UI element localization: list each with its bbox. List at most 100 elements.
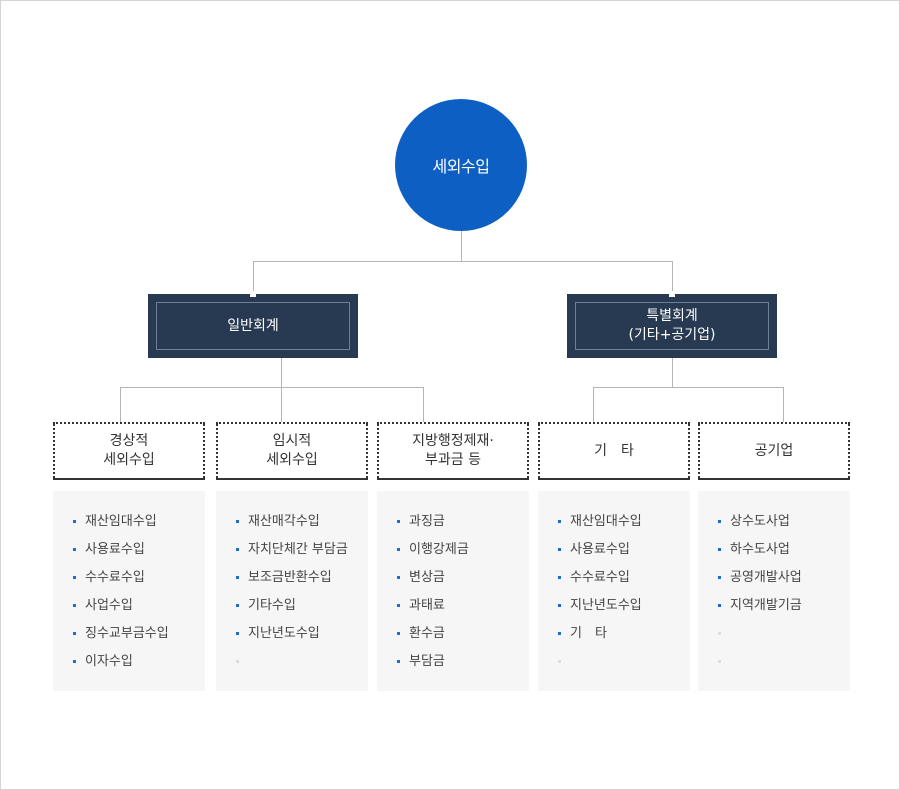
item-label: 부담금	[409, 654, 445, 669]
bullet-icon	[73, 604, 76, 607]
category-header-other: 기 타	[538, 422, 690, 480]
category-line-1: 지방행정제재·	[412, 433, 494, 449]
category-line-2: 세외수입	[103, 452, 155, 468]
list-item: 징수교부금수입	[71, 623, 205, 651]
connector-root-down	[461, 231, 462, 261]
item-label: 지난년도수입	[248, 626, 320, 641]
bullet-icon	[236, 660, 239, 663]
list-item: 이자수입	[71, 651, 205, 679]
connector-node	[669, 291, 675, 297]
list-item: 재산임대수입	[71, 511, 205, 539]
list-item: 이행강제금	[395, 539, 529, 567]
bullet-icon	[73, 576, 76, 579]
bullet-icon	[397, 660, 400, 663]
connector-general-down	[281, 358, 282, 388]
bullet-icon	[397, 576, 400, 579]
list-item: 지난년도수입	[234, 623, 368, 651]
item-box-other: 재산임대수입 사용료수입 수수료수입 지난년도수입 기 타	[538, 491, 690, 691]
category-line-2: 세외수입	[266, 452, 318, 468]
connector-to-cat-5	[783, 387, 784, 423]
bullet-icon	[236, 632, 239, 635]
bullet-icon	[73, 520, 76, 523]
connector-to-cat-1	[120, 387, 121, 423]
group-general-account: 일반회계	[148, 291, 358, 358]
list-item: 과징금	[395, 511, 529, 539]
item-label: 하수도사업	[730, 542, 790, 557]
item-list: 상수도사업 하수도사업 공영개발사업 지역개발기금	[716, 511, 850, 679]
item-label: 이자수입	[85, 654, 133, 669]
connector-special-down	[672, 358, 673, 388]
item-label: 과징금	[409, 514, 445, 529]
item-label: 징수교부금수입	[85, 626, 169, 641]
item-label: 기타수입	[248, 598, 296, 613]
list-item: 상수도사업	[716, 511, 850, 539]
bullet-icon	[718, 576, 721, 579]
item-box-public-enterprise: 상수도사업 하수도사업 공영개발사업 지역개발기금	[698, 491, 850, 691]
connector-to-cat-4	[593, 387, 594, 423]
item-label: 기 타	[570, 626, 607, 641]
list-item: 지역개발기금	[716, 595, 850, 623]
bullet-icon	[236, 576, 239, 579]
item-label: 자치단체간 부담금	[248, 542, 348, 557]
connector-special-horizontal	[593, 387, 784, 388]
group-sublabel: (기타+공기업)	[628, 327, 716, 343]
item-label: 변상금	[409, 570, 445, 585]
root-label: 세외수입	[432, 157, 490, 176]
bullet-icon	[558, 576, 561, 579]
bullet-icon	[397, 548, 400, 551]
group-special-inner: 특별회계 (기타+공기업)	[575, 302, 769, 350]
group-label: 일반회계	[227, 317, 279, 334]
group-special-account: 특별회계 (기타+공기업)	[567, 291, 777, 358]
list-item: 수수료수입	[556, 567, 690, 595]
bullet-icon	[73, 660, 76, 663]
category-header-public-enterprise: 공기업	[698, 422, 850, 480]
list-item: 재산매각수입	[234, 511, 368, 539]
bullet-icon	[718, 660, 721, 663]
list-item: 사업수입	[71, 595, 205, 623]
bullet-icon	[397, 604, 400, 607]
bullet-icon	[558, 660, 561, 663]
item-box-sanctions: 과징금 이행강제금 변상금 과태료 환수금 부담금	[377, 491, 529, 691]
list-item-empty	[716, 623, 850, 651]
list-item: 지난년도수입	[556, 595, 690, 623]
item-list: 재산임대수입 사용료수입 수수료수입 지난년도수입 기 타	[556, 511, 690, 679]
category-line-1: 공기업	[754, 442, 794, 459]
category-line-1: 임시적	[272, 433, 312, 449]
category-line-2: 부과금 등	[425, 452, 481, 468]
item-label: 수수료수입	[570, 570, 630, 585]
bullet-icon	[236, 604, 239, 607]
connector-to-special	[672, 261, 673, 295]
item-box-recurring: 재산임대수입 사용료수입 수수료수입 사업수입 징수교부금수입 이자수입	[53, 491, 205, 691]
item-label: 수수료수입	[85, 570, 145, 585]
item-label: 재산임대수입	[85, 514, 157, 529]
list-item: 환수금	[395, 623, 529, 651]
item-label: 이행강제금	[409, 542, 469, 557]
group-label: 특별회계	[646, 308, 698, 324]
connector-root-horizontal	[253, 261, 673, 262]
category-header-recurring: 경상적 세외수입	[53, 422, 205, 480]
bullet-icon	[73, 548, 76, 551]
item-label: 공영개발사업	[730, 570, 802, 585]
list-item: 보조금반환수입	[234, 567, 368, 595]
list-item-empty	[556, 651, 690, 679]
bullet-icon	[718, 604, 721, 607]
list-item-empty	[234, 651, 368, 679]
category-line-1: 경상적	[109, 433, 149, 449]
connector-general-horizontal	[120, 387, 424, 388]
bullet-icon	[558, 520, 561, 523]
item-label: 재산임대수입	[570, 514, 642, 529]
item-label: 재산매각수입	[248, 514, 320, 529]
category-line-1: 기 타	[594, 442, 634, 459]
item-label: 보조금반환수입	[248, 570, 332, 585]
list-item: 수수료수입	[71, 567, 205, 595]
list-item-empty	[716, 651, 850, 679]
item-label: 사용료수입	[570, 542, 630, 557]
item-label: 과태료	[409, 598, 445, 613]
list-item: 기 타	[556, 623, 690, 651]
item-label: 사업수입	[85, 598, 133, 613]
item-list: 재산매각수입 자치단체간 부담금 보조금반환수입 기타수입 지난년도수입	[234, 511, 368, 679]
list-item: 기타수입	[234, 595, 368, 623]
bullet-icon	[236, 548, 239, 551]
list-item: 하수도사업	[716, 539, 850, 567]
